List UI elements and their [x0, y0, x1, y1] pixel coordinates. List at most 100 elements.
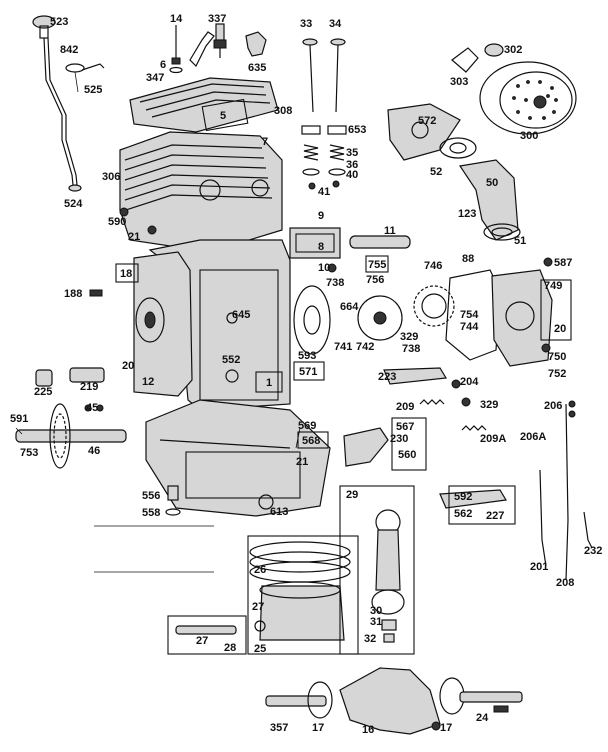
label-562: 562	[454, 508, 472, 520]
label-209: 209	[396, 401, 414, 413]
cam-gear-part	[357, 295, 403, 341]
sump-cover-part	[491, 269, 553, 367]
label-209a: 209A	[480, 433, 506, 445]
label-32: 32	[364, 633, 376, 645]
label-746: 746	[424, 260, 442, 272]
piston-part	[249, 541, 351, 641]
label-5: 5	[220, 110, 226, 122]
label-25: 25	[254, 643, 266, 655]
label-645: 645	[232, 309, 250, 321]
label-300: 300	[520, 130, 538, 142]
label-24: 24	[476, 712, 489, 724]
label-16: 16	[362, 724, 374, 736]
label-6: 6	[160, 59, 166, 71]
label-31: 31	[370, 616, 382, 628]
label-30: 30	[370, 605, 382, 617]
label-590: 590	[108, 216, 126, 228]
label-29: 29	[346, 489, 358, 501]
intake-tube-part	[349, 235, 411, 249]
label-20b: 20	[122, 360, 134, 372]
leader-lines	[15, 427, 301, 573]
base-bolts-part	[165, 485, 274, 516]
label-45: 45	[86, 402, 98, 414]
label-18: 18	[120, 268, 132, 280]
label-21b: 21	[296, 456, 308, 468]
breather-plate-part	[387, 103, 461, 161]
label-9: 9	[318, 210, 324, 222]
camshaft-part	[15, 403, 127, 469]
label-749: 749	[544, 280, 562, 292]
connecting-rod-part	[371, 509, 405, 615]
label-46: 46	[88, 445, 100, 457]
label-568: 568	[302, 435, 320, 447]
label-560: 560	[398, 449, 416, 461]
label-587: 587	[554, 257, 572, 269]
label-653: 653	[348, 124, 366, 136]
label-51: 51	[514, 235, 526, 247]
label-754: 754	[460, 309, 479, 321]
rod-bolts-part	[381, 619, 397, 643]
spark-plug-337-part	[213, 23, 227, 58]
cylinder-block-part	[119, 131, 283, 253]
spark-plug-part	[189, 31, 215, 68]
label-523: 523	[50, 16, 68, 28]
piston-pin-part	[175, 620, 266, 635]
gasket-52-part	[439, 137, 477, 159]
control-bracket-part	[439, 489, 507, 509]
tappets-part	[35, 367, 105, 387]
label-33: 33	[300, 18, 312, 30]
label-11: 11	[384, 225, 396, 237]
label-206a: 206A	[520, 431, 546, 443]
label-232: 232	[584, 545, 602, 557]
label-20a: 20	[554, 323, 566, 335]
dipstick-part	[65, 63, 105, 93]
label-10: 10	[318, 262, 330, 274]
label-842: 842	[60, 44, 78, 56]
label-41: 41	[318, 186, 330, 198]
label-744: 744	[460, 321, 479, 333]
label-27a: 27	[252, 601, 264, 613]
label-738b: 738	[402, 343, 420, 355]
governor-crank-part	[343, 427, 389, 467]
label-308: 308	[274, 105, 292, 117]
oil-base-part	[145, 399, 331, 517]
label-558: 558	[142, 507, 160, 519]
plug-wire-boot-part	[245, 31, 267, 57]
label-227: 227	[486, 510, 504, 522]
intake-plate-part	[289, 227, 341, 259]
label-36: 36	[346, 159, 358, 171]
label-738a: 738	[326, 277, 344, 289]
label-571: 571	[299, 366, 317, 378]
crankshaft-part	[265, 667, 523, 735]
label-756: 756	[366, 274, 384, 286]
label-26: 26	[254, 564, 266, 576]
label-592: 592	[454, 491, 472, 503]
cylinder-head-part	[129, 77, 279, 133]
label-219: 219	[80, 381, 98, 393]
governor-lever-part	[383, 367, 447, 385]
label-556: 556	[142, 490, 160, 502]
label-230: 230	[390, 433, 408, 445]
oil-fill-tube-part	[32, 15, 82, 192]
label-52: 52	[430, 166, 442, 178]
gasket-88-part	[445, 269, 501, 361]
label-753: 753	[20, 447, 38, 459]
label-7: 7	[262, 136, 268, 148]
label-613: 613	[270, 506, 288, 518]
flywheel-plate-part	[133, 251, 193, 397]
label-225: 225	[34, 386, 52, 398]
label-302: 302	[504, 44, 522, 56]
label-337: 337	[208, 13, 226, 25]
label-204: 204	[460, 376, 479, 388]
misc-hardware-part	[84, 207, 576, 731]
label-1: 1	[266, 377, 272, 389]
label-591: 591	[10, 413, 28, 425]
label-552: 552	[222, 354, 240, 366]
label-303: 303	[450, 76, 468, 88]
label-12: 12	[142, 376, 154, 388]
label-306: 306	[102, 171, 120, 183]
label-347: 347	[146, 72, 164, 84]
label-572: 572	[418, 115, 436, 127]
exhaust-elbow-part	[458, 159, 521, 241]
